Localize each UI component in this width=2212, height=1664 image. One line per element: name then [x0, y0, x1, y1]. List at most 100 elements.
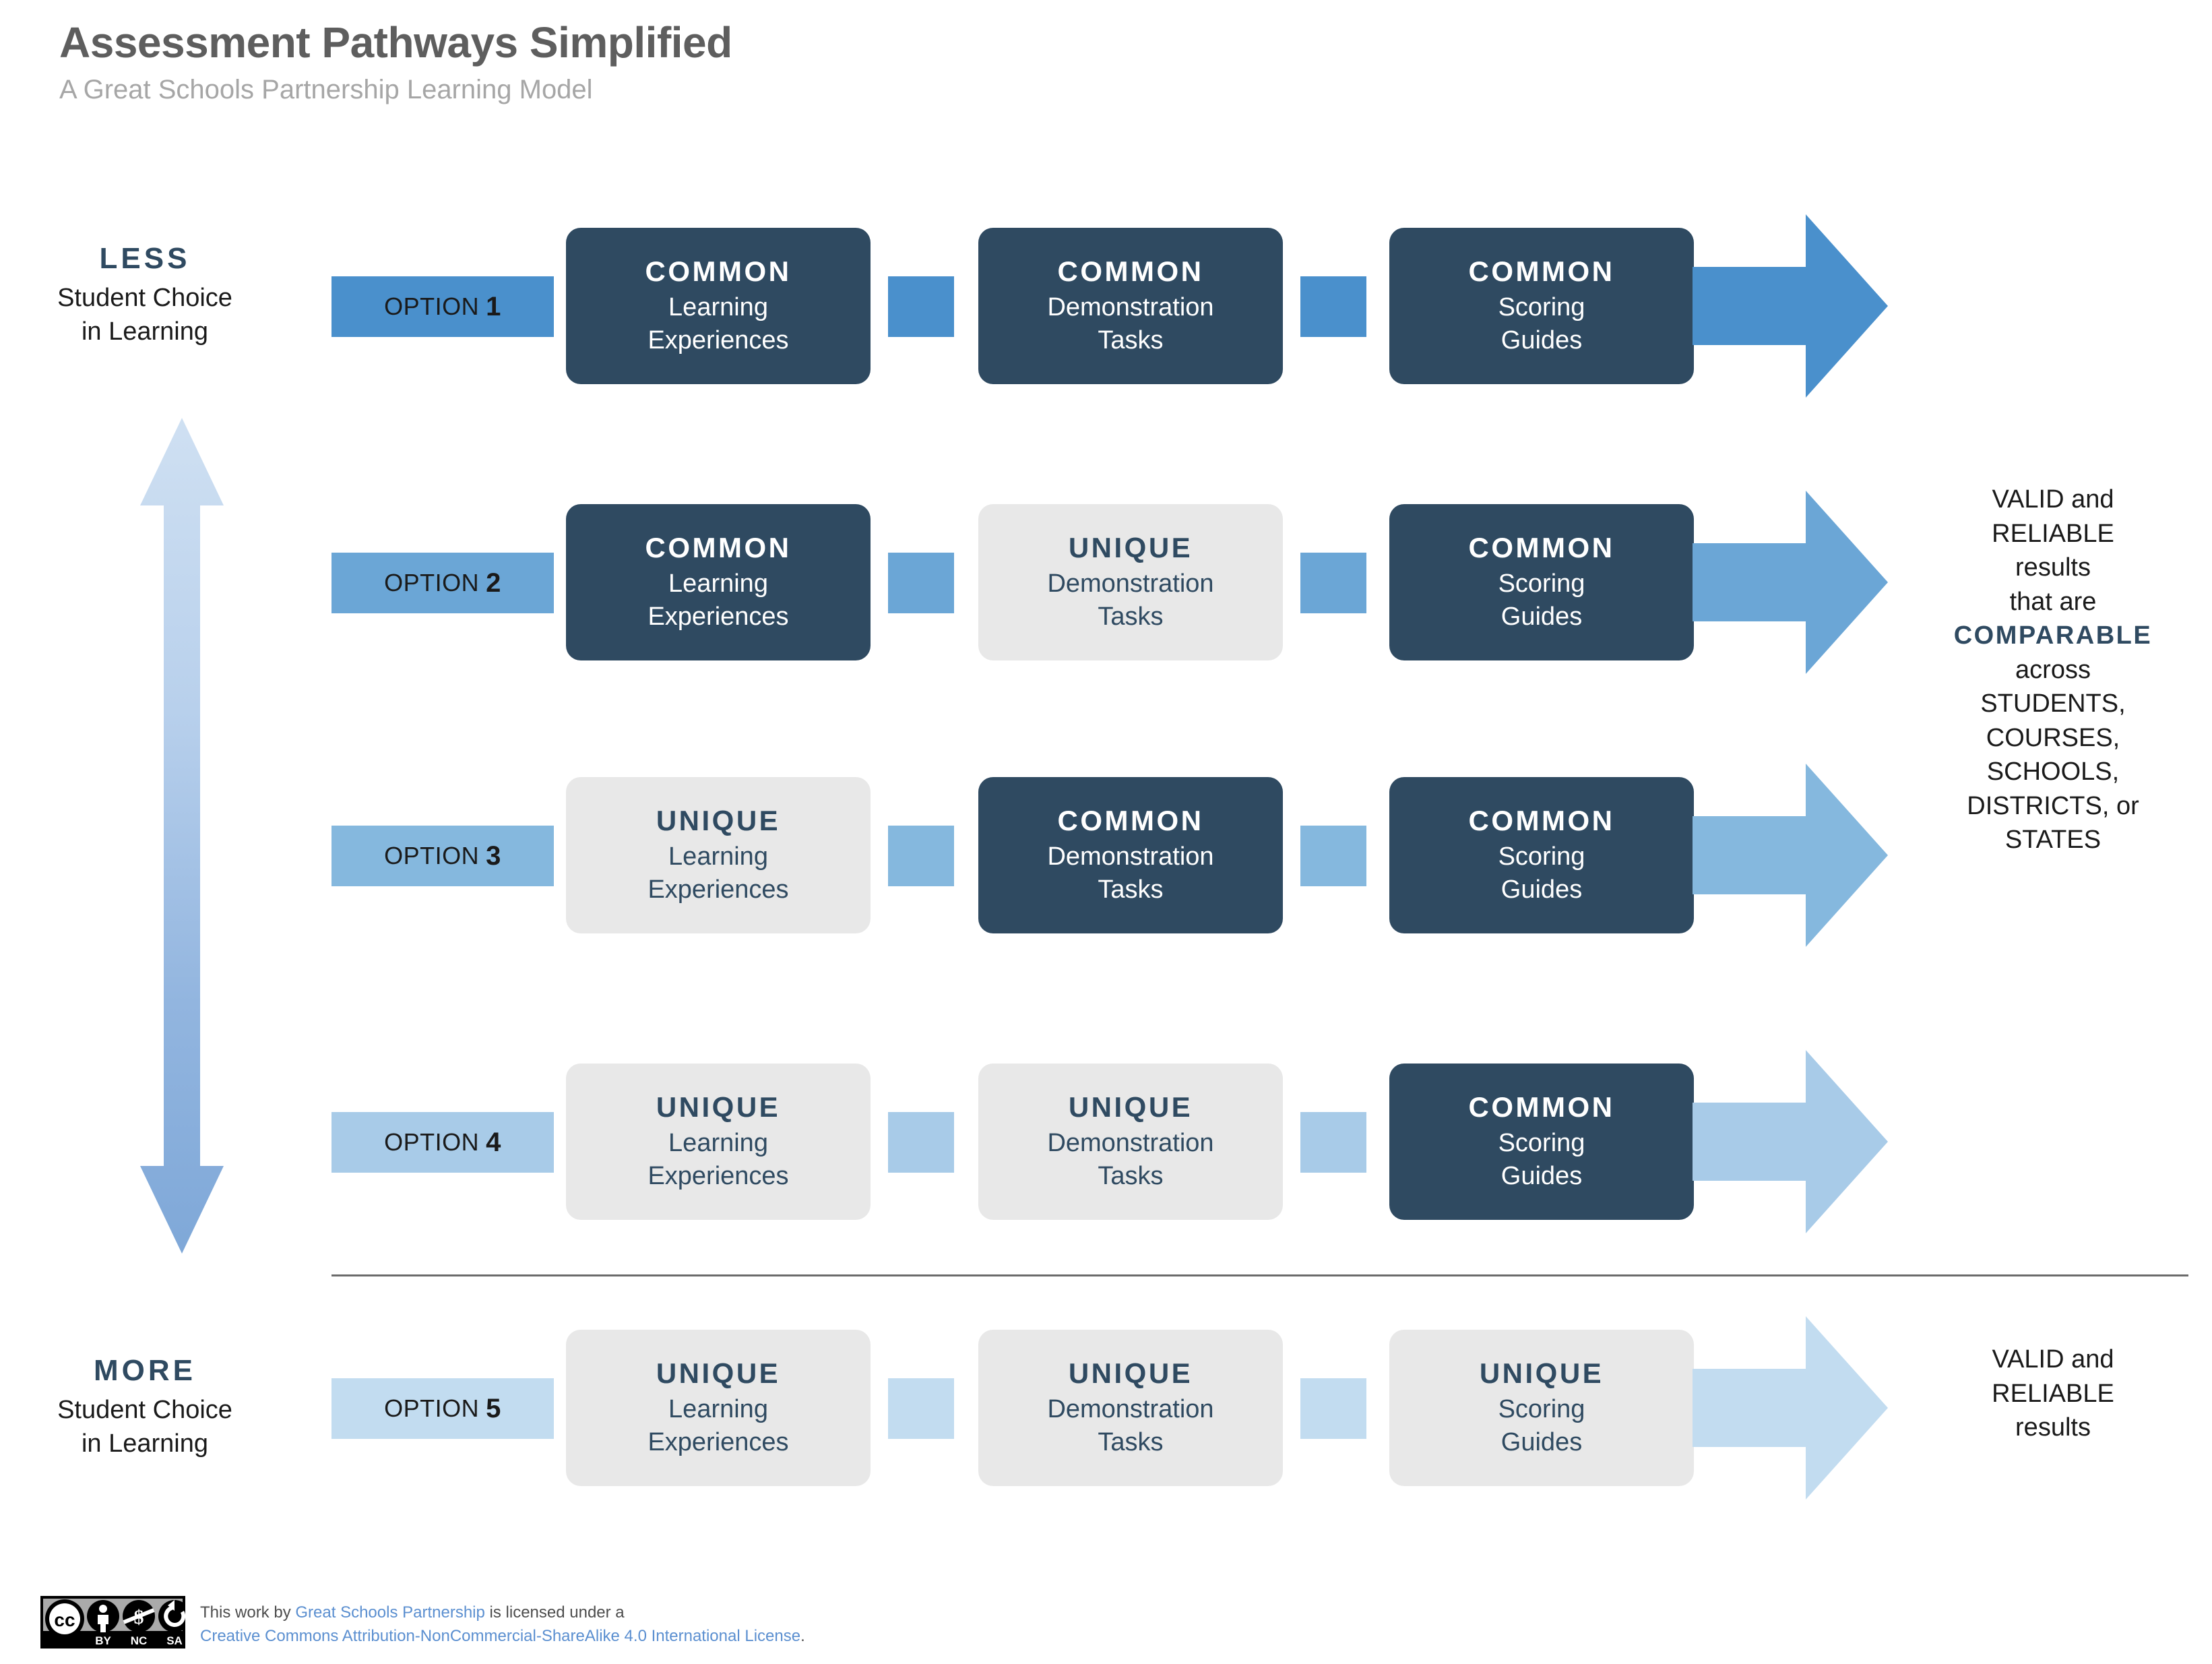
option-label-1: OPTION: [384, 292, 480, 320]
option-label-2: OPTION: [384, 569, 480, 596]
connector-1: [888, 1112, 954, 1173]
right-arrow-icon: [1693, 764, 1888, 947]
option-chip-3[interactable]: OPTION 3: [331, 826, 554, 886]
stage-kind: UNIQUE: [1068, 1357, 1193, 1389]
result-line: SCHOOLS,: [1986, 758, 2120, 787]
option-number-1: 1: [486, 291, 501, 321]
result-line: across: [2015, 655, 2091, 684]
result-line-comparable: COMPARABLE: [1953, 621, 2153, 650]
connector-1: [888, 826, 954, 886]
stage-kind: UNIQUE: [656, 804, 781, 836]
right-arrow-icon: [1693, 491, 1888, 674]
stage-kind: UNIQUE: [656, 1090, 781, 1123]
option-chip-inner-4: OPTION 4: [331, 1112, 554, 1173]
option-chip-1[interactable]: OPTION 1: [331, 276, 554, 337]
result-line: VALID and: [1992, 485, 2114, 514]
option-label-3: OPTION: [384, 842, 480, 869]
connector-2: [1300, 1378, 1366, 1439]
stage-kind: COMMON: [1057, 255, 1204, 287]
license-text: This work by Great Schools Partnership i…: [200, 1601, 805, 1648]
license-line-2: Creative Commons Attribution-NonCommerci…: [200, 1625, 805, 1648]
connector-1: [888, 553, 954, 613]
stage-kind: COMMON: [645, 255, 792, 287]
result-line: that are: [2009, 587, 2097, 616]
stage-kind: UNIQUE: [1068, 1090, 1193, 1123]
option-label-5: OPTION: [384, 1394, 480, 1422]
option-number-5: 5: [486, 1393, 501, 1423]
connector-2: [1300, 553, 1366, 613]
header: Assessment Pathways Simplified A Great S…: [59, 20, 732, 105]
result-line: STATES: [2004, 826, 2102, 855]
result-text-comparable: VALID and RELIABLE results that are COMP…: [1908, 483, 2198, 857]
result-text-valid-reliable: VALID and RELIABLE results: [1908, 1343, 2198, 1445]
connector-1: [888, 276, 954, 337]
stage-kind: UNIQUE: [656, 1357, 781, 1389]
creative-commons-by-nc-sa-icon[interactable]: cc $ BY NC SA: [40, 1596, 185, 1648]
axis-less-line2: in Learning: [81, 317, 209, 346]
license-suffix: is licensed under a: [484, 1603, 625, 1622]
right-arrow-icon: [1693, 1050, 1888, 1233]
stage-kind: COMMON: [645, 531, 792, 563]
license-footer: cc $ BY NC SA This work by Great Schools…: [40, 1596, 805, 1648]
option-number-3: 3: [486, 840, 501, 871]
option-label-4: OPTION: [384, 1128, 480, 1156]
axis-more-strong: MORE: [94, 1354, 196, 1387]
svg-text:SA: SA: [166, 1634, 183, 1647]
option-chip-inner-2: OPTION 2: [331, 553, 554, 613]
result-line: RELIABLE: [1992, 519, 2114, 548]
connector-1: [888, 1378, 954, 1439]
connector-2: [1300, 1112, 1366, 1173]
stage-kind: COMMON: [1468, 1090, 1615, 1123]
option-chip-5[interactable]: OPTION 5: [331, 1378, 554, 1439]
axis-less-line1: Student Choice: [57, 284, 232, 313]
option-chip-inner-3: OPTION 3: [331, 826, 554, 886]
option-chip-4[interactable]: OPTION 4: [331, 1112, 554, 1173]
result-line: DISTRICTS, or: [1967, 791, 2139, 820]
great-schools-partnership-link[interactable]: Great Schools Partnership: [295, 1603, 485, 1622]
svg-text:cc: cc: [54, 1609, 75, 1630]
stage-kind: UNIQUE: [1479, 1357, 1604, 1389]
option-chip-inner-1: OPTION 1: [331, 276, 554, 337]
cc-license-link[interactable]: Creative Commons Attribution-NonCommerci…: [200, 1626, 801, 1645]
option-chip-2[interactable]: OPTION 2: [331, 553, 554, 613]
connector-2: [1300, 826, 1366, 886]
axis-label-more: MORE Student Choice in Learning: [10, 1351, 280, 1460]
axis-less-strong: LESS: [99, 242, 191, 275]
stage-kind: UNIQUE: [1068, 531, 1193, 563]
section-divider: [331, 1274, 2188, 1276]
stage-kind: COMMON: [1468, 255, 1615, 287]
license-prefix: This work by: [200, 1603, 296, 1622]
connector-2: [1300, 276, 1366, 337]
result-line: results: [2015, 553, 2091, 582]
option-number-4: 4: [486, 1127, 501, 1157]
right-arrow-icon: [1693, 214, 1888, 398]
axis-label-less: LESS Student Choice in Learning: [10, 239, 280, 348]
stage-kind: COMMON: [1468, 804, 1615, 836]
